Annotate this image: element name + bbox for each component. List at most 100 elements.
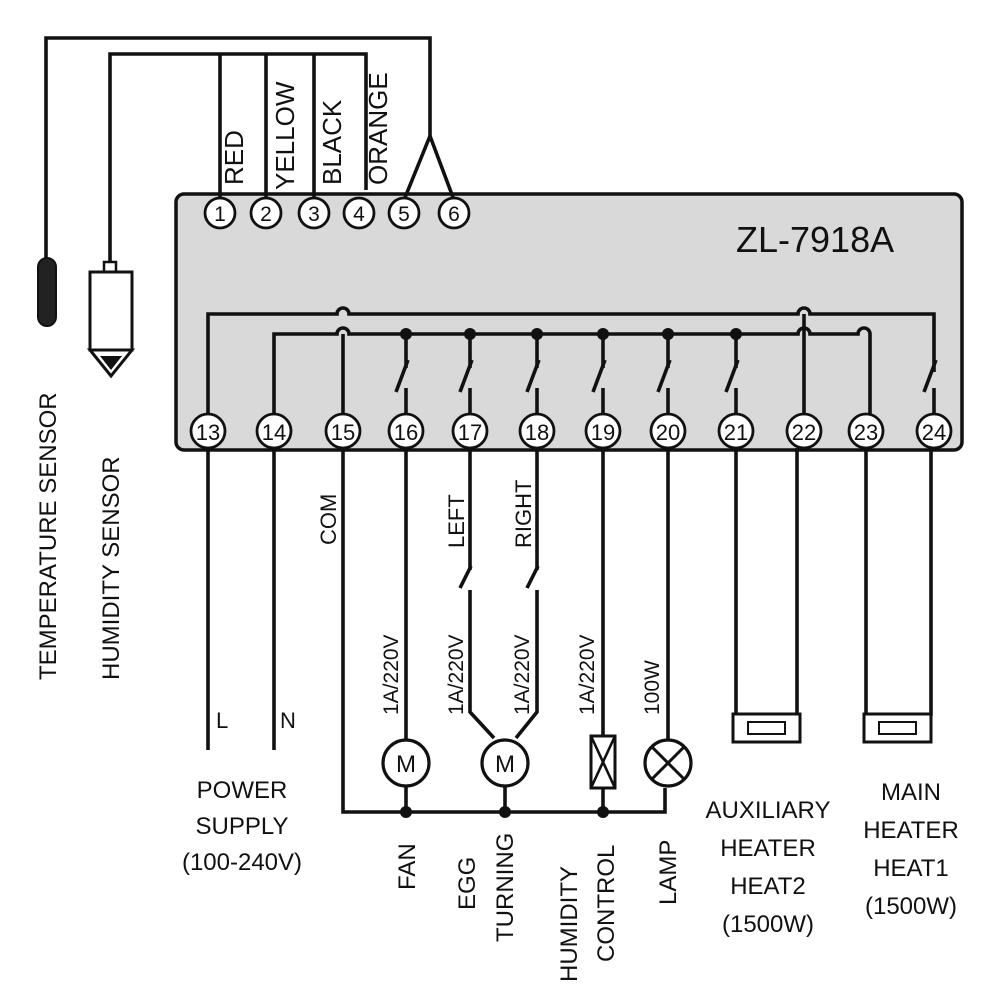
egg-left-rating: 1A/220V <box>445 634 468 715</box>
humidity-sensor-body <box>88 270 134 352</box>
humidity-rating: 1A/220V <box>576 634 599 715</box>
power-supply-line2: SUPPLY <box>196 813 289 840</box>
aux-heater-line1: AUXILIARY <box>706 797 831 824</box>
terminal-20: 20 <box>649 412 687 450</box>
terminal-circle <box>249 196 283 230</box>
terminal-circle <box>915 412 953 450</box>
junction-dot <box>400 806 412 818</box>
relay-contact <box>394 359 410 393</box>
egg-motor-icon <box>480 738 530 788</box>
wire-egg-left <box>468 448 496 740</box>
terminal-number: 6 <box>448 203 460 226</box>
terminal-22: 22 <box>785 412 823 450</box>
relay-contact <box>525 359 541 393</box>
terminal-number: 22 <box>792 420 816 445</box>
terminal-15: 15 <box>324 412 362 450</box>
terminal-number: 16 <box>394 420 418 445</box>
wire-color-orange-label: ORANGE <box>363 72 393 185</box>
terminal-13: 13 <box>189 412 227 450</box>
main-heater-line1: MAIN <box>881 779 941 806</box>
humidity-valve-cross <box>589 735 617 789</box>
fan-motor-icon <box>381 738 431 788</box>
relay-contact <box>458 359 474 393</box>
power-l-label: L <box>216 708 228 733</box>
terminal-21: 21 <box>717 412 755 450</box>
fan-motor-symbol: M <box>396 751 416 778</box>
fan-label: FAN <box>394 843 421 890</box>
terminal-number: 20 <box>656 420 680 445</box>
terminal-circle <box>342 196 376 230</box>
wire-color-yellow-label: YELLOW <box>270 81 300 190</box>
power-supply-line3: (100-240V) <box>182 849 302 876</box>
main-heater-line4: (1500W) <box>865 893 957 920</box>
main-heater-line2: HEATER <box>863 817 959 844</box>
terminal-circle <box>387 196 421 230</box>
switch-left <box>458 565 473 589</box>
terminal-circle <box>297 196 331 230</box>
aux-heater-element <box>747 721 786 735</box>
terminal-24: 24 <box>915 412 953 450</box>
humidity-label-line2: CONTROL <box>593 845 620 962</box>
com-label: COM <box>316 494 341 545</box>
egg-right-label: RIGHT <box>511 480 536 548</box>
terminal-number: 1 <box>214 203 226 226</box>
main-heater-line3: HEAT1 <box>873 855 949 882</box>
aux-heater-line3: HEAT2 <box>730 873 806 900</box>
internal-bus-13 <box>206 306 936 418</box>
terminal-6: 6 <box>437 196 471 230</box>
lamp-rating: 100W <box>641 660 664 715</box>
aux-heater-icon <box>731 712 802 744</box>
egg-label-line2: TURNING <box>492 833 519 942</box>
terminal-number: 14 <box>262 420 286 445</box>
egg-right-rating: 1A/220V <box>511 634 534 715</box>
terminal-3: 3 <box>297 196 331 230</box>
power-supply-line1: POWER <box>197 777 288 804</box>
terminal-circle <box>203 196 237 230</box>
wire-color-red-label: RED <box>219 130 249 185</box>
terminal-14: 14 <box>255 412 293 450</box>
egg-left-label: LEFT <box>444 494 469 548</box>
terminal-2: 2 <box>249 196 283 230</box>
humidity-sensor-cable <box>108 52 368 262</box>
controller-housing <box>174 192 964 452</box>
egg-motor-symbol: M <box>495 751 515 778</box>
humidity-sensor-tip-fill <box>100 356 122 370</box>
terminal-number: 13 <box>196 420 220 445</box>
lamp-label: LAMP <box>655 840 682 905</box>
fan-rating: 1A/220V <box>380 634 403 715</box>
power-n-label: N <box>280 708 296 733</box>
terminal-number: 2 <box>260 203 272 226</box>
wire-color-black-label: BLACK <box>317 99 347 185</box>
humidity-sensor-label: HUMIDITY SENSOR <box>98 456 125 680</box>
terminal-16: 16 <box>387 412 425 450</box>
terminal-19: 19 <box>584 412 622 450</box>
terminal-number: 21 <box>724 420 748 445</box>
terminal-17: 17 <box>451 412 489 450</box>
switch-right <box>525 565 540 589</box>
main-heater-element <box>878 721 917 735</box>
wire-egg-right <box>514 448 539 740</box>
humidity-label-line1: HUMIDITY <box>556 866 583 982</box>
terminal-number: 18 <box>525 420 549 445</box>
relay-contact <box>724 359 740 393</box>
temperature-sensor-cable <box>44 36 432 262</box>
aux-heater-line2: HEATER <box>720 835 816 862</box>
terminal-number: 19 <box>591 420 615 445</box>
terminal-number: 23 <box>854 420 878 445</box>
model-label: ZL-7918A <box>736 219 894 260</box>
terminal-5: 5 <box>387 196 421 230</box>
terminal-18: 18 <box>518 412 556 450</box>
terminal-number: 24 <box>922 420 946 445</box>
temperature-sensor-label: TEMPERATURE SENSOR <box>35 392 62 680</box>
terminal-circle <box>437 196 471 230</box>
terminal-number: 5 <box>398 203 410 226</box>
temperature-sensor-split <box>402 135 456 201</box>
aux-heater-line4: (1500W) <box>722 911 814 938</box>
relay-contact-24 <box>922 359 938 393</box>
terminal-circle <box>785 412 823 450</box>
terminal-number: 4 <box>353 203 365 226</box>
terminal-4: 4 <box>342 196 376 230</box>
egg-label-line1: EGG <box>454 857 481 910</box>
terminal-number: 3 <box>308 203 320 226</box>
